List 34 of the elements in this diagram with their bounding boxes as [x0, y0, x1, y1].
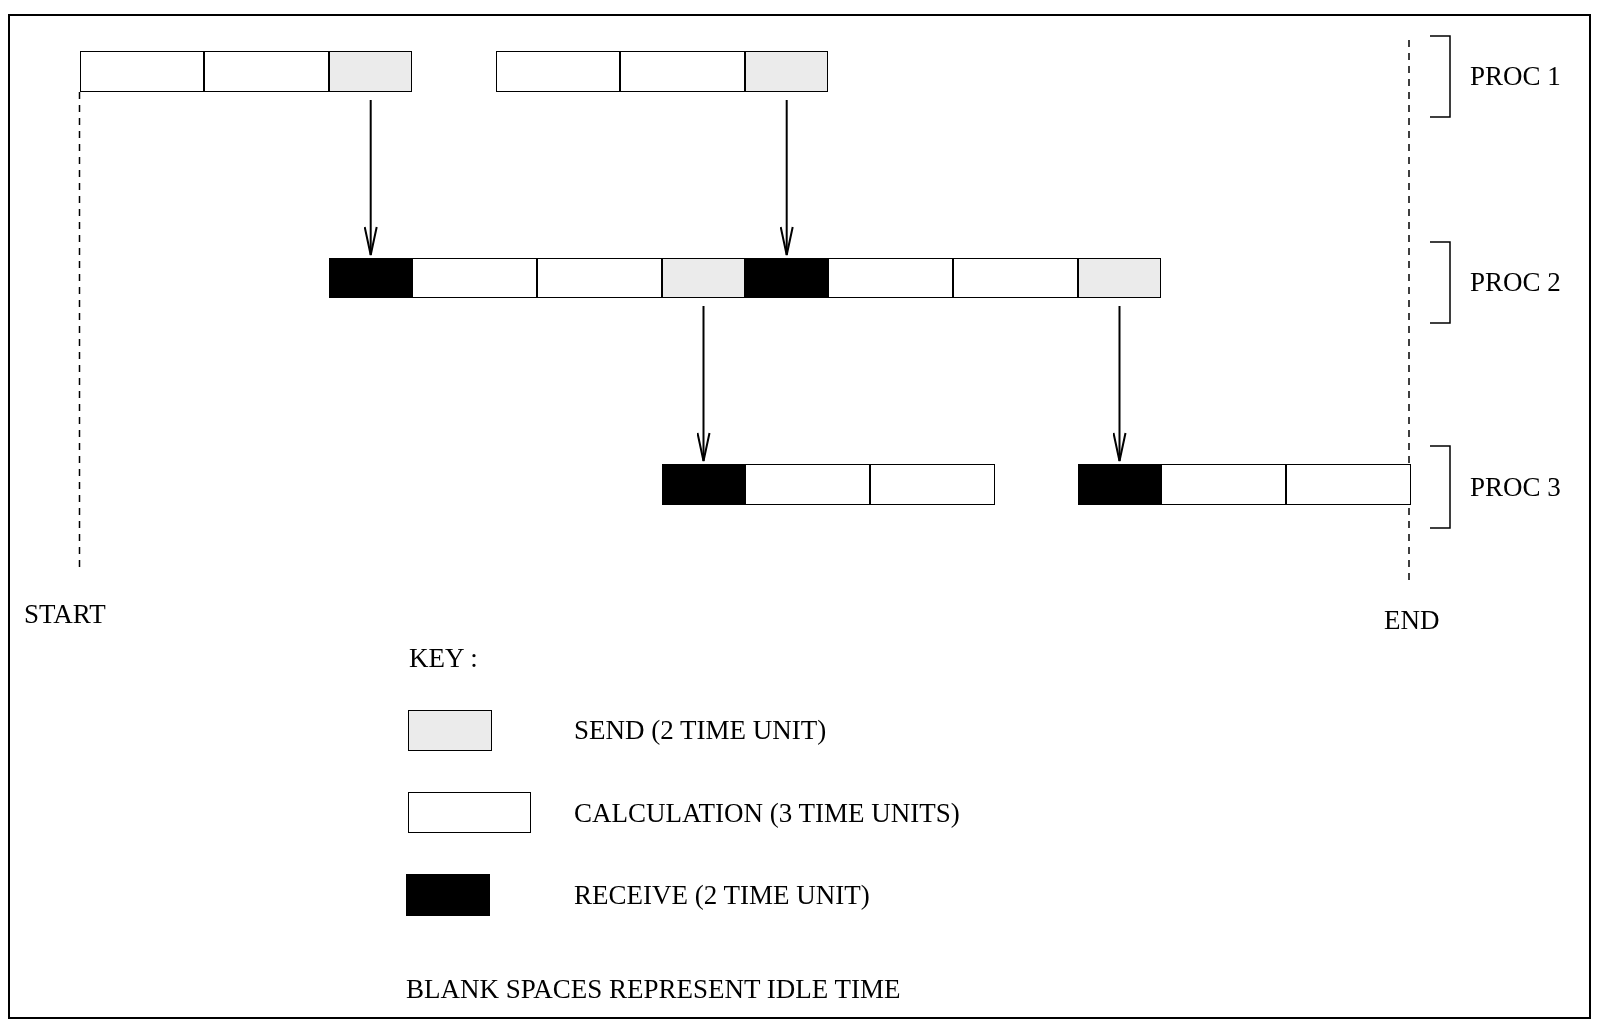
start-label: START — [24, 598, 106, 630]
calculation-segment — [828, 258, 954, 298]
arrow — [696, 305, 711, 462]
key-heading: KEY : — [409, 642, 478, 674]
calculation-segment — [953, 258, 1078, 298]
calculation-segment — [1161, 464, 1286, 505]
process-label: PROC 1 — [1470, 60, 1561, 92]
arrow — [363, 99, 378, 256]
arrow — [1112, 305, 1127, 462]
note-text: BLANK SPACES REPRESENT IDLE TIME — [406, 973, 901, 1005]
arrow — [779, 99, 794, 256]
legend-text: RECEIVE (2 TIME UNIT) — [574, 879, 870, 911]
send-segment — [661, 258, 746, 298]
receive-segment — [745, 258, 829, 298]
calculation-segment — [1285, 464, 1411, 505]
legend-text: SEND (2 TIME UNIT) — [574, 714, 827, 746]
calculation-segment — [745, 464, 870, 505]
send-segment — [1077, 258, 1162, 298]
receive-segment — [1077, 464, 1162, 505]
calculation-segment — [412, 258, 538, 298]
calculation-segment — [869, 464, 995, 505]
process-label: PROC 2 — [1470, 266, 1561, 298]
receive-segment — [661, 464, 746, 505]
legend-text: CALCULATION (3 TIME UNITS) — [574, 797, 960, 829]
calculation-segment — [79, 51, 205, 92]
calculation-segment — [537, 258, 662, 298]
end-label: END — [1384, 604, 1440, 636]
calculation-segment — [620, 51, 746, 92]
send-segment — [329, 51, 413, 92]
send-segment — [745, 51, 829, 92]
calculation-segment — [495, 51, 621, 92]
calculation-segment — [204, 51, 330, 92]
receive-segment — [329, 258, 413, 298]
process-label: PROC 3 — [1470, 471, 1561, 503]
